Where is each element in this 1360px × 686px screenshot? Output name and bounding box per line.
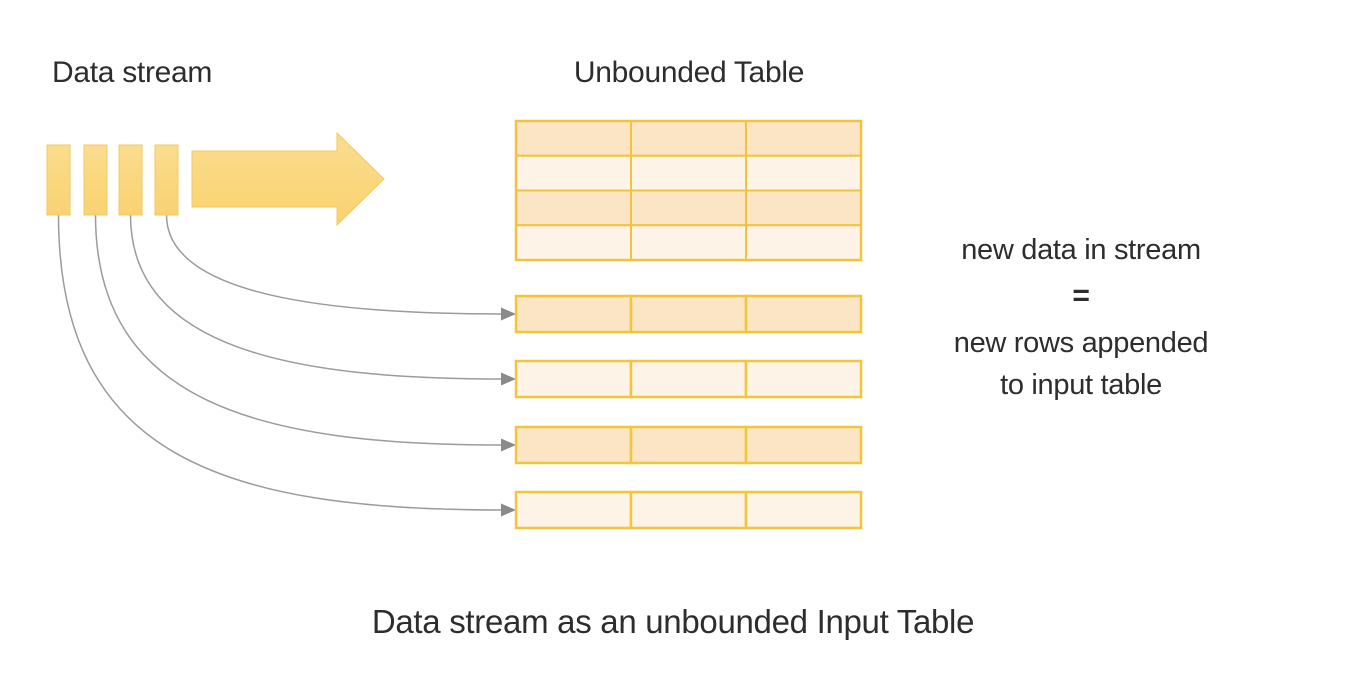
table-cell: [630, 154, 747, 192]
appended-row-cell: [629, 490, 748, 530]
connector-arrowhead-icon: [501, 503, 516, 517]
stream-segment: [46, 144, 71, 216]
connector-curve: [57, 214, 503, 511]
appended-row-cell: [744, 490, 863, 530]
connector-curve: [165, 214, 503, 315]
table-outline: [514, 119, 863, 262]
table-cell: [745, 224, 862, 261]
appended-row-cell: [629, 294, 748, 334]
table-cell: [515, 224, 632, 261]
connector-curve: [129, 214, 503, 380]
stream-arrow: [191, 131, 385, 227]
equation-bottom-text-line2: to input table: [1000, 369, 1162, 401]
appended-row-cell: [744, 425, 863, 465]
table-cell: [630, 224, 747, 261]
connector-arrowhead-icon: [501, 438, 516, 452]
table-cell: [515, 120, 632, 157]
stream-segment: [118, 144, 143, 216]
appended-row-cell: [629, 425, 748, 465]
equation-bottom-text-line1: new rows appended: [953, 327, 1209, 359]
appended-row-cell: [514, 425, 633, 465]
appended-row-cell: [514, 490, 633, 530]
table-cell: [630, 120, 747, 157]
equation-top-text: new data in stream: [961, 234, 1201, 266]
right-arrow-icon: [191, 131, 385, 227]
data-stream-label: Data stream: [52, 56, 213, 89]
unbounded-table: [514, 119, 863, 262]
table-cell: [630, 189, 747, 227]
table-cell: [745, 120, 862, 157]
stream-to-row-connectors: [57, 214, 516, 517]
connector-curve: [94, 214, 503, 446]
appended-row-cell: [744, 359, 863, 399]
stream-segment: [83, 144, 108, 216]
equation-block: new data in stream = new rows appended t…: [928, 230, 1234, 406]
appended-row-cell: [514, 294, 633, 334]
table-cell: [745, 189, 862, 227]
stream-segment: [154, 144, 179, 216]
stream-segments: [46, 144, 179, 216]
connector-arrowhead-icon: [501, 307, 516, 321]
table-cell: [515, 189, 632, 227]
appended-row-cell: [744, 294, 863, 334]
connector-arrowhead-icon: [501, 372, 516, 386]
equals-sign: =: [1072, 279, 1090, 312]
table-cell: [745, 154, 862, 192]
unbounded-table-label: Unbounded Table: [573, 56, 805, 89]
appended-row-cell: [514, 359, 633, 399]
diagram-caption: Data stream as an unbounded Input Table: [371, 603, 975, 640]
appended-row-cell: [629, 359, 748, 399]
appended-rows: [514, 294, 863, 530]
table-cell: [515, 154, 632, 192]
